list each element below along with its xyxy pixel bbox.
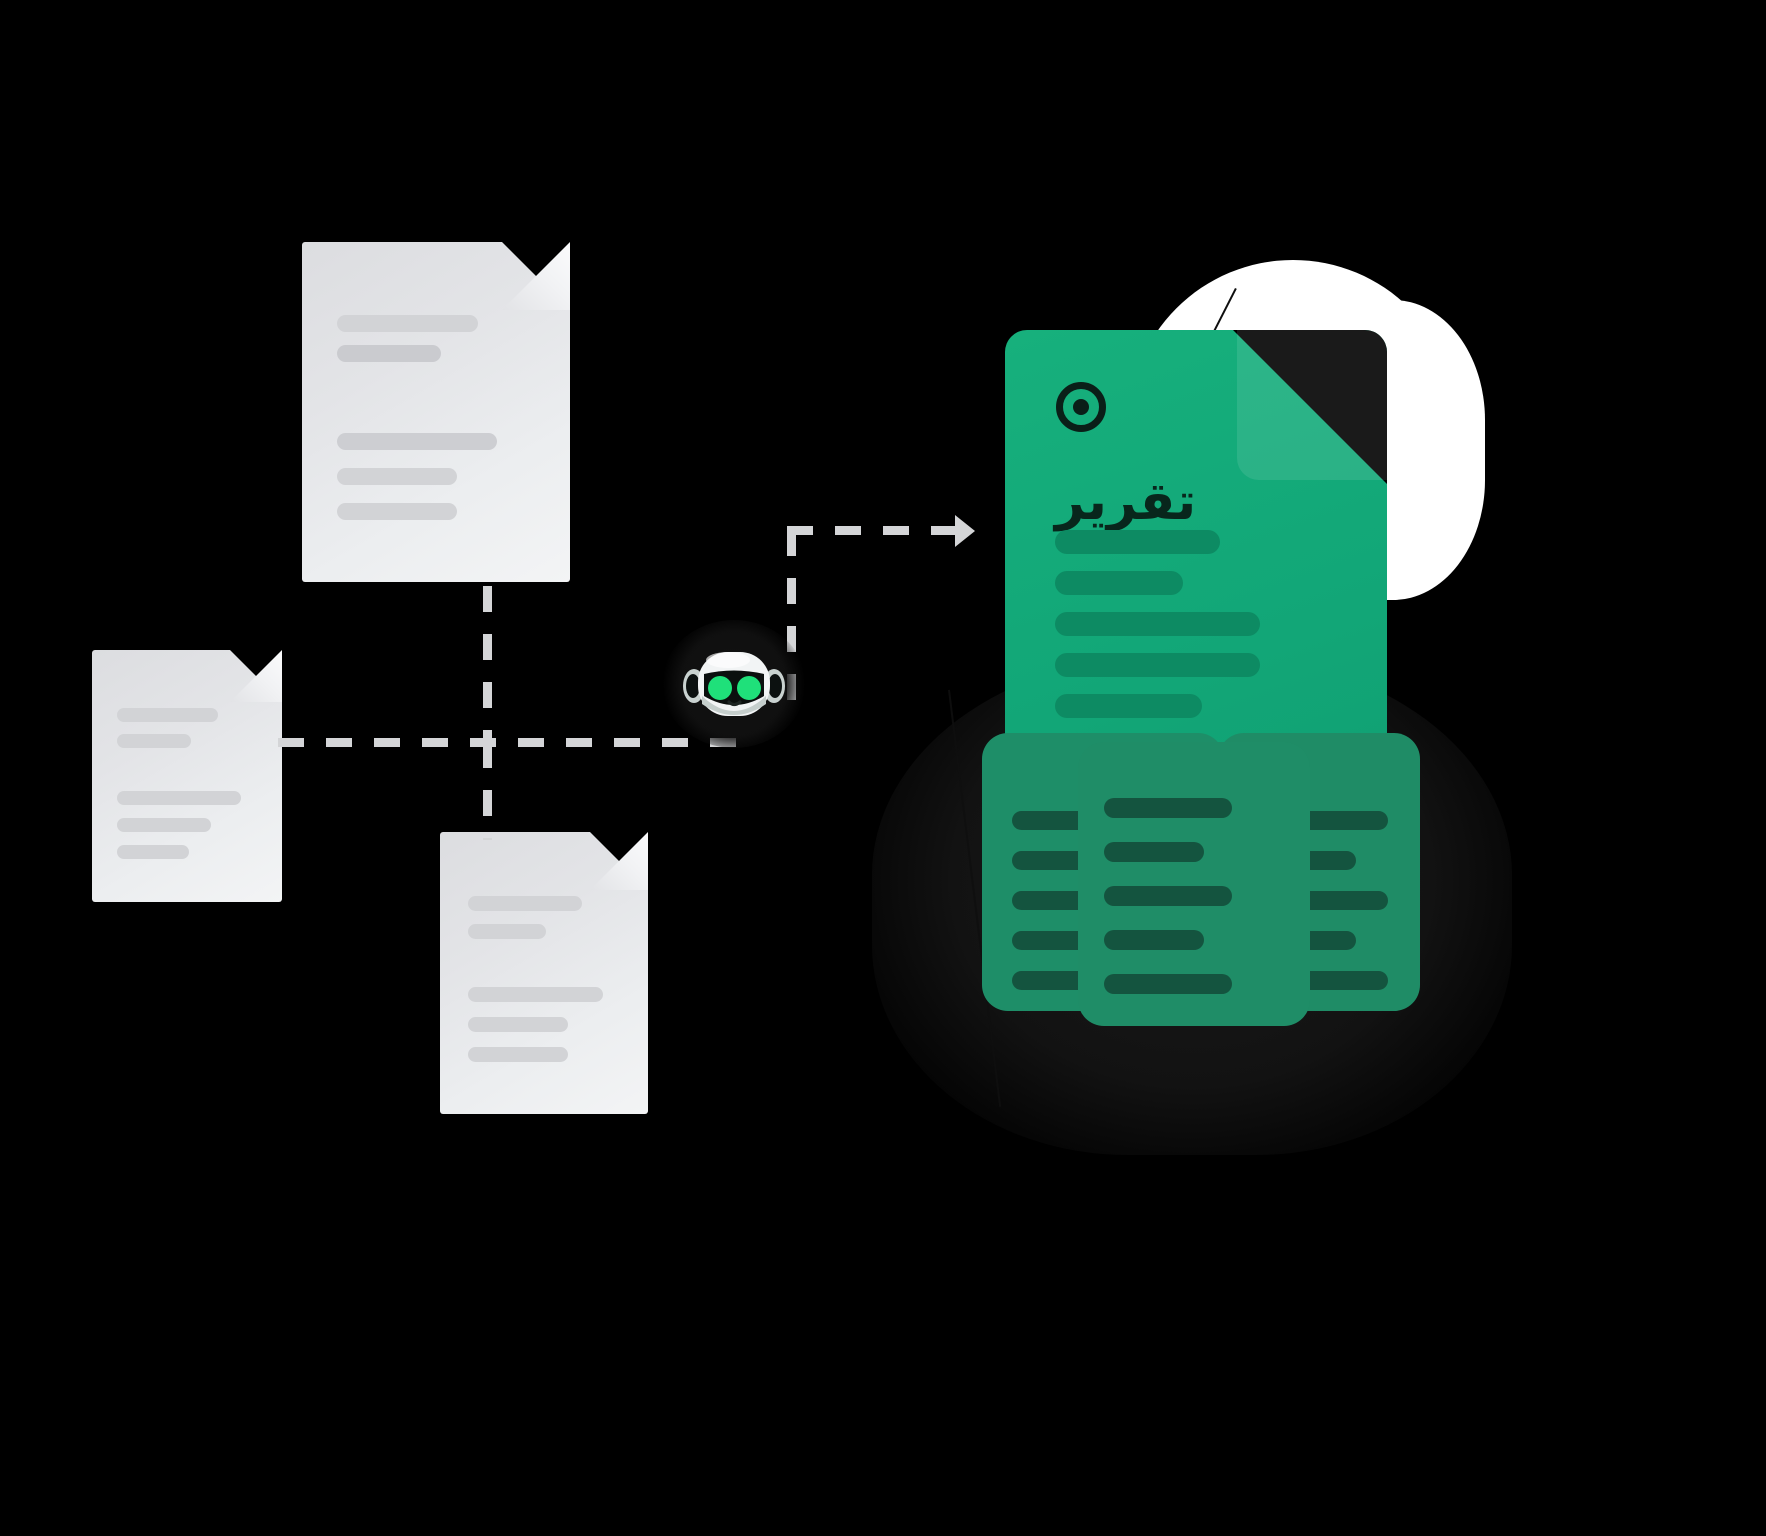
document-text-line: [337, 315, 478, 332]
document-text-line: [337, 433, 497, 450]
result-card-line: [1104, 886, 1232, 906]
connector-report-horizontal: [787, 526, 955, 535]
report-text-line: [1055, 530, 1220, 554]
result-card-line: [1104, 930, 1204, 950]
connector-robot-vertical: [787, 530, 796, 710]
document-text-line: [468, 924, 546, 939]
document-text-line: [337, 468, 457, 485]
document-text-line: [117, 818, 211, 832]
result-card-line: [1104, 798, 1232, 818]
document-text-line: [468, 1017, 568, 1032]
document-text-line: [468, 987, 603, 1002]
report-title: تقرير: [1055, 472, 1197, 532]
document-text-line: [117, 734, 191, 748]
ai-robot-agent[interactable]: [662, 620, 806, 748]
connector-arrow-icon: [955, 515, 975, 547]
report-text-line: [1055, 653, 1260, 677]
report-text-line: [1055, 571, 1183, 595]
document-text-line: [117, 845, 189, 859]
document-text-line: [337, 503, 457, 520]
document-text-line: [117, 791, 241, 805]
result-card-line: [1104, 842, 1204, 862]
document-text-line: [468, 1047, 568, 1062]
document-text-line: [337, 345, 441, 362]
source-document-top[interactable]: [302, 242, 570, 582]
report-text-line: [1055, 612, 1260, 636]
result-card-line: [1104, 974, 1232, 994]
source-document-bottom[interactable]: [440, 832, 648, 1114]
connector-bottom-vertical: [483, 742, 492, 840]
document-text-line: [117, 708, 218, 722]
document-text-line: [468, 896, 582, 911]
report-fold-icon: [1237, 330, 1387, 480]
connector-horizontal-bus: [278, 738, 738, 747]
source-document-left[interactable]: [92, 650, 282, 902]
result-card-front[interactable]: [1078, 742, 1310, 1026]
robot-icon: [683, 652, 785, 716]
connector-top-vertical: [483, 586, 492, 742]
target-circle-icon: [1056, 382, 1106, 432]
report-text-line: [1055, 694, 1202, 718]
